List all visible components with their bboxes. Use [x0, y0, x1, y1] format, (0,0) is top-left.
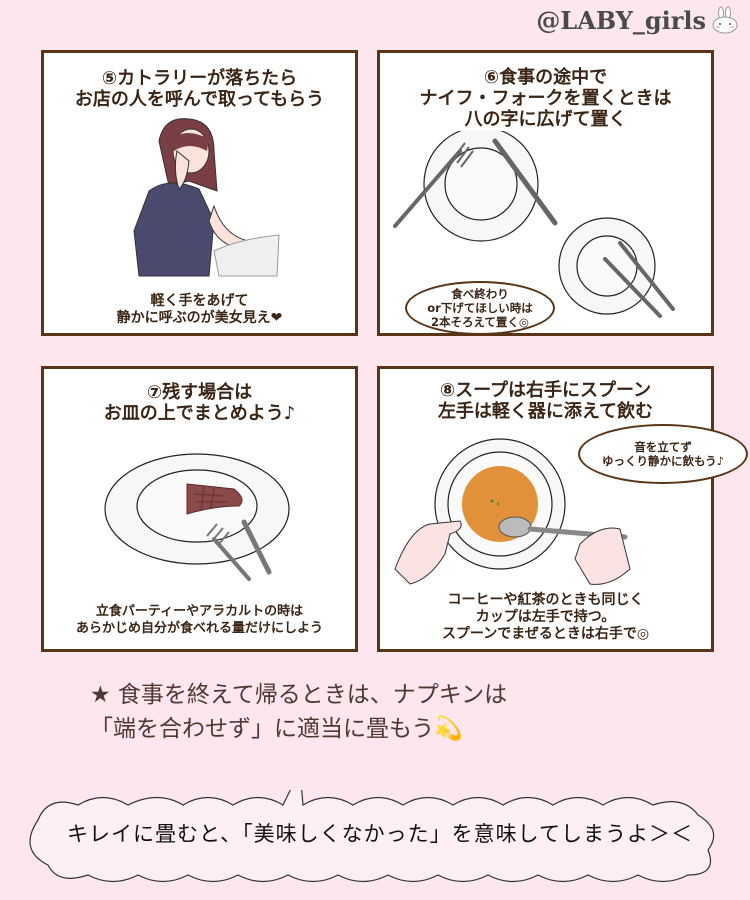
panel-8: ⑧スープは右手にスプーン 左手は軽く器に添えて飲む 音を立てず ゆっくり静かに飲… — [377, 366, 748, 652]
cloud-speech-bubble — [18, 790, 723, 883]
panel-5-caption: 軽く手をあげて 静かに呼ぶのが美女見え❤ — [116, 293, 283, 326]
panel-7: ⑦残す場合は お皿の上でまとめよう♪ 立食パーティーやアラカルトの時は あらかじ… — [41, 366, 358, 652]
panel-7-caption: 立食パーティーやアラカルトの時は あらかじめ自分が食べれる量だけにしよう — [75, 604, 323, 636]
panel-6-speech-bubble: 食べ終わり or下げてほしい時は 2本そろえて置く◎ — [405, 281, 555, 335]
woman-raising-hand-illustration — [129, 111, 289, 281]
handle: @LABY_girls — [536, 6, 706, 35]
panel-8-caption: コーヒーや紅茶のときも同じく カップは左手で持つ。 スプーンでまぜるときは右手で… — [441, 592, 650, 642]
panel-8-speech-bubble: 音を立てず ゆっくり静かに飲もう♪ — [578, 424, 748, 484]
panel-5: ⑤カトラリーが落ちたら お店の人を呼んで取ってもらう 軽く手をあげて 静かに呼ぶ… — [41, 50, 358, 336]
panel-7-title: ⑦残す場合は お皿の上でまとめよう♪ — [103, 382, 296, 424]
panel-5-title: ⑤カトラリーが落ちたら お店の人を呼んで取ってもらう — [74, 68, 325, 110]
bunny-icon — [710, 6, 740, 34]
panel-6-title: ⑥食事の途中で ナイフ・フォークを置くときは 八の字に広げて置く — [419, 67, 672, 130]
plate-with-steak-illustration — [99, 444, 299, 584]
plates-with-cutlery-illustration — [385, 131, 710, 331]
panel-6: ⑥食事の途中で ナイフ・フォークを置くときは 八の字に広げて置く 食べ終わり o… — [377, 50, 714, 336]
panel-8-title: ⑧スープは右手にスプーン 左手は軽く器に添えて飲む — [437, 380, 654, 422]
napkin-tip: ★ 食事を終えて帰るときは、ナプキンは 「端を合わせず」に適当に畳もう💫 — [90, 682, 508, 742]
cloud-speech-text: キレイに畳むと、「美味しくなかった」を意味してしまうよ＞＜ — [66, 822, 694, 846]
soup-bowl-with-hands-illustration — [390, 429, 640, 589]
